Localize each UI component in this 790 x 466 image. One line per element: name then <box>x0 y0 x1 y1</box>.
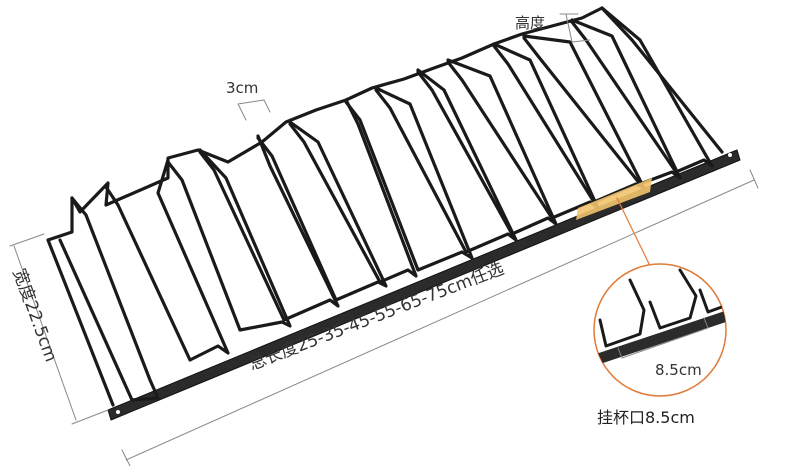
spacing-dimension <box>237 99 271 121</box>
hanger-rail <box>374 68 518 254</box>
dimension-lines <box>9 13 759 466</box>
zoom-dimension <box>617 317 709 359</box>
height-dimension <box>559 13 591 43</box>
hanger-rail <box>288 98 418 284</box>
hanger-rail <box>166 148 292 332</box>
hanger-rail <box>492 34 646 204</box>
zoom-wire <box>698 284 726 314</box>
hanger-rail <box>522 18 682 186</box>
frame-outer-wire <box>46 6 724 407</box>
hanger-rail <box>58 196 160 402</box>
hanger-rail <box>104 158 230 362</box>
hanger-rail <box>446 42 600 220</box>
hanger-rail <box>198 134 340 322</box>
hanger-rails <box>58 6 714 402</box>
callout-leader <box>616 197 653 271</box>
zoom-spacing-label: 8.5cm <box>655 361 702 379</box>
screw-hole-right <box>728 153 732 157</box>
hook-opening-label: 挂杯口8.5cm <box>597 408 695 427</box>
length-dimension <box>121 169 759 466</box>
hanger-rail <box>416 58 558 236</box>
zoom-detail <box>594 268 726 366</box>
zoom-wire <box>648 268 698 330</box>
hanger-rail <box>344 86 474 272</box>
width-dimension <box>9 233 109 425</box>
zoom-circle <box>593 263 727 397</box>
highlighted-slot <box>576 178 652 220</box>
spacing-label: 3cm <box>226 79 259 97</box>
screw-hole-left <box>116 410 120 414</box>
height-label: 高度 <box>515 14 546 32</box>
zoom-wire <box>598 278 646 348</box>
hanger-rail <box>256 120 388 302</box>
